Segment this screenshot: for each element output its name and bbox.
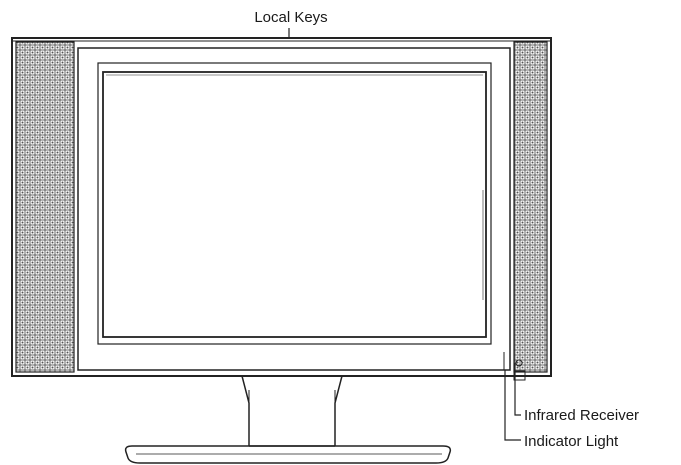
screen	[102, 71, 487, 338]
left-speaker-grille	[15, 41, 75, 373]
infrared-receiver-leader	[514, 363, 521, 416]
stand-neck	[241, 375, 343, 447]
local-keys-label: Local Keys	[254, 9, 327, 26]
infrared-receiver-sensor	[515, 359, 523, 367]
bezel-inner-edge	[97, 62, 492, 345]
indicator-light-label: Indicator Light	[524, 433, 619, 450]
indicator-light-leader	[504, 370, 521, 441]
infrared-receiver-label: Infrared Receiver	[524, 407, 639, 424]
right-speaker-grille	[513, 41, 548, 373]
tv-body	[11, 37, 552, 377]
stand-base	[124, 445, 452, 464]
screen-bezel	[77, 47, 511, 371]
indicator-light-sensor	[513, 370, 526, 381]
